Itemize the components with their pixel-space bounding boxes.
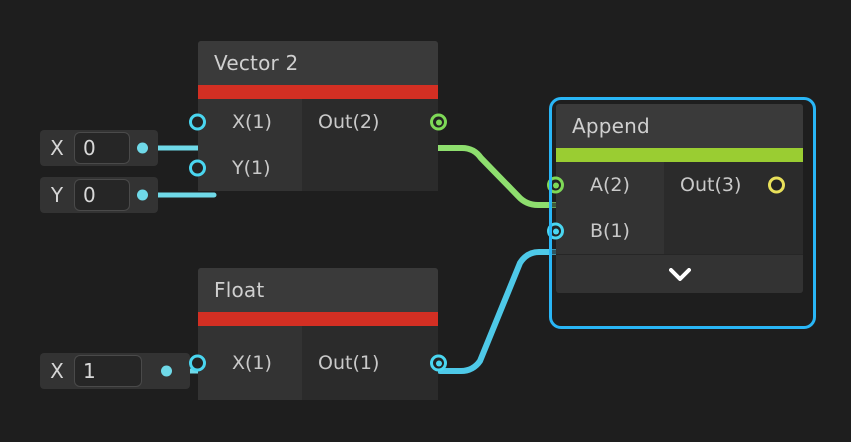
port-x1-input-icon[interactable] [189, 113, 206, 131]
node-vector2-input-y[interactable]: Y(1) [189, 145, 302, 191]
wire-float-out-to-append-b [437, 249, 575, 374]
node-vector2[interactable]: Vector 2 X(1) Y(1) Out(2) [189, 41, 447, 191]
widget-vector2-y[interactable]: Y [40, 177, 158, 213]
node-vector2-output-spacer [302, 145, 438, 191]
node-vector2-title: Vector 2 [198, 41, 438, 85]
widget-vector2-y-input[interactable] [74, 179, 130, 211]
widget-vector2-x-input[interactable] [74, 132, 130, 164]
node-append-output-out[interactable]: Out(3) [664, 162, 803, 208]
node-float-output-out[interactable]: Out(1) [302, 326, 447, 400]
node-append-inputs: A(2) B(1) [547, 162, 664, 254]
port-x1-input-icon[interactable] [189, 354, 206, 372]
port-out3-output-icon[interactable] [768, 176, 785, 194]
node-vector2-output-out-label: Out(2) [318, 111, 380, 133]
node-append-expand-button[interactable] [556, 254, 803, 293]
widget-vector2-y-label: Y [50, 183, 64, 207]
node-append-input-b-label: B(1) [590, 220, 630, 242]
node-float-inputs: X(1) [189, 326, 302, 400]
widget-float-x-port-dot-icon[interactable] [161, 365, 172, 377]
node-vector2-body: X(1) Y(1) Out(2) [189, 99, 447, 191]
node-float-input-x-label: X(1) [232, 352, 272, 374]
node-append-input-b[interactable]: B(1) [547, 208, 664, 254]
widget-float-x[interactable]: X [40, 353, 190, 389]
node-float-output-out-label: Out(1) [318, 352, 380, 374]
node-append-title: Append [556, 104, 803, 148]
node-vector2-outputs: Out(2) [302, 99, 447, 191]
port-out2-output-icon[interactable] [430, 113, 447, 131]
widget-vector2-y-port-dot-icon[interactable] [137, 189, 148, 201]
node-append-input-a[interactable]: A(2) [547, 162, 664, 208]
node-append-output-spacer [664, 208, 803, 254]
port-b1-input-icon[interactable] [547, 222, 564, 240]
port-y1-input-icon[interactable] [189, 159, 206, 177]
node-float-title: Float [198, 268, 438, 312]
node-append-output-out-label: Out(3) [680, 174, 742, 196]
chevron-down-icon[interactable] [668, 267, 691, 281]
node-vector2-inputs: X(1) Y(1) [189, 99, 302, 191]
widget-float-x-label: X [50, 359, 64, 383]
node-append-outputs: Out(3) [664, 162, 803, 254]
node-float-outputs: Out(1) [302, 326, 447, 400]
port-out1-output-icon[interactable] [430, 354, 447, 372]
widget-vector2-x[interactable]: X [40, 130, 158, 166]
node-vector2-output-out[interactable]: Out(2) [302, 99, 447, 145]
node-vector2-input-y-label: Y(1) [232, 157, 271, 179]
node-vector2-accent-bar [198, 85, 438, 99]
node-vector2-input-x[interactable]: X(1) [189, 99, 302, 145]
node-float-accent-bar [198, 312, 438, 326]
widget-vector2-x-label: X [50, 136, 64, 160]
node-append-accent-bar [556, 148, 803, 162]
node-vector2-input-x-label: X(1) [232, 111, 272, 133]
node-append-body: A(2) B(1) Out(3) [547, 162, 803, 254]
widget-vector2-x-port-dot-icon[interactable] [137, 142, 148, 154]
port-a2-input-icon[interactable] [547, 176, 564, 194]
node-float[interactable]: Float X(1) Out(1) [189, 268, 447, 400]
node-float-input-x[interactable]: X(1) [189, 326, 302, 400]
node-append[interactable]: Append A(2) B(1) Out(3) [547, 104, 803, 293]
widget-float-x-input[interactable] [74, 355, 142, 387]
node-append-input-a-label: A(2) [590, 174, 630, 196]
node-float-body: X(1) Out(1) [189, 326, 447, 400]
